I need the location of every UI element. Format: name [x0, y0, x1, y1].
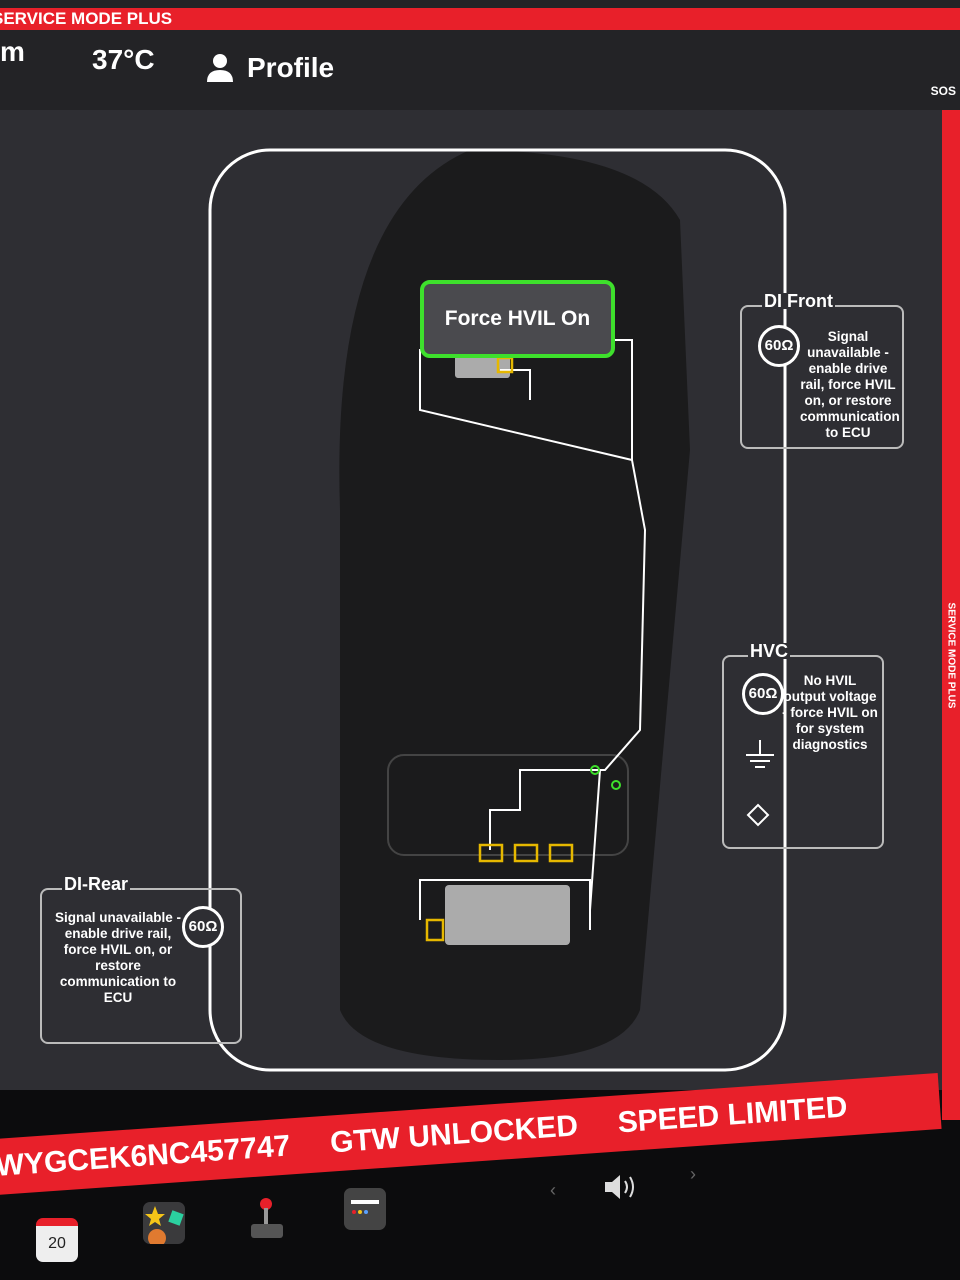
ground-symbol: [746, 740, 774, 768]
gtw-status: GTW UNLOCKED: [329, 1109, 580, 1160]
service-mode-side-band: SERVICE MODE PLUS: [942, 110, 960, 1120]
di-front-message: Signal unavailable - enable drive rail, …: [800, 329, 900, 440]
profile-label: Profile: [247, 52, 335, 83]
hvil-loop: [208, 148, 787, 1072]
calendar-app-icon[interactable]: 20: [36, 1218, 78, 1262]
sos-label[interactable]: SOS: [930, 84, 956, 98]
hvc-title: HVC: [748, 641, 791, 661]
rear-component: [445, 885, 570, 945]
hvc-message: No HVIL output voltage - force HVIL on f…: [782, 673, 878, 752]
dock: 20 ‹ ›: [0, 1164, 960, 1280]
hvil-diagram: Force HVIL On DI Front 60Ω Signal unavai…: [0, 110, 942, 1090]
di-rear-title: DI-Rear: [62, 874, 131, 894]
hvc-resistance: 60Ω: [742, 673, 784, 715]
rear-area: [387, 754, 629, 856]
side-label: SERVICE MODE PLUS: [945, 602, 957, 709]
range-text: m: [0, 36, 25, 67]
car-body: [339, 150, 690, 1060]
di-rear-resistance: 60Ω: [182, 906, 224, 948]
volume-icon[interactable]: [603, 1170, 645, 1206]
dashcam-app-icon[interactable]: [344, 1188, 386, 1230]
di-front-panel: DI Front 60Ω Signal unavailable - enable…: [740, 292, 904, 449]
top-bar: SERVICE MODE PLUS m 37°C Profile SOS: [0, 0, 960, 110]
toybox-app-icon[interactable]: [143, 1202, 185, 1247]
temperature: 37°C: [92, 44, 155, 75]
volume-up-chevron[interactable]: ›: [690, 1164, 696, 1184]
arcade-app-icon[interactable]: [245, 1194, 287, 1238]
hvc-panel: HVC 60Ω No HVIL output voltage - force H…: [722, 642, 884, 849]
green-connector: [590, 765, 600, 775]
service-mode-label: SERVICE MODE PLUS: [0, 9, 173, 28]
di-rear-message: Signal unavailable - enable drive rail, …: [54, 910, 182, 1005]
di-front-title: DI Front: [762, 291, 835, 311]
diode-symbol: [746, 803, 770, 827]
profile-button[interactable]: Profile: [205, 52, 334, 84]
speed-status: SPEED LIMITED: [616, 1090, 849, 1140]
profile-icon: [207, 54, 233, 82]
harness: [419, 339, 647, 930]
calendar-day: 20: [48, 1235, 66, 1252]
service-mode-band: SERVICE MODE PLUS: [0, 8, 960, 30]
di-rear-panel: DI-Rear 60Ω Signal unavailable - enable …: [40, 875, 242, 1044]
green-connector: [611, 780, 621, 790]
force-hvil-on-button[interactable]: Force HVIL On: [420, 280, 615, 358]
di-front-resistance: 60Ω: [758, 325, 800, 367]
volume-down-chevron[interactable]: ‹: [550, 1180, 556, 1200]
